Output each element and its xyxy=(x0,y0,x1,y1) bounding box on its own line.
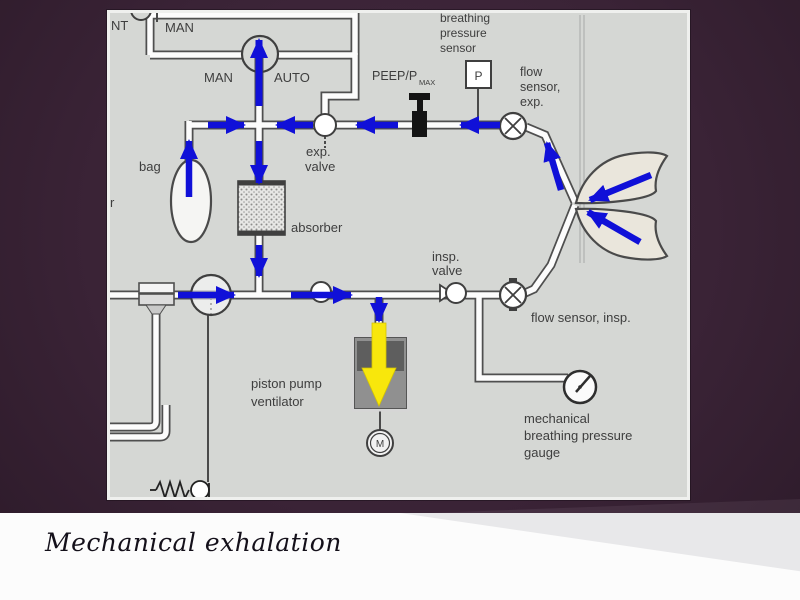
label-fse-2: sensor, xyxy=(520,80,560,94)
label-exp-valve-2: valve xyxy=(305,159,335,174)
label-flow-sensor-insp: flow sensor, insp. xyxy=(531,310,631,325)
exhalation-flow-arrows xyxy=(178,38,653,323)
flow-sensor-insp-icon xyxy=(498,278,528,311)
spring-valve-icon xyxy=(150,478,210,497)
flow-arrow-from-lung-lower xyxy=(586,209,642,245)
diagram-labels: NT MAN MAN AUTO PEEP/P MAX breathing pre… xyxy=(110,13,632,460)
piston-motion-arrow xyxy=(361,322,397,407)
pipe-fitting-icon xyxy=(138,282,175,315)
label-piston-pump-1: piston pump xyxy=(251,376,322,391)
label-man: MAN xyxy=(204,70,233,85)
slide-caption: Mechanical exhalation xyxy=(45,528,342,557)
label-bps-1: breathing xyxy=(440,13,490,25)
label-bps-2: pressure xyxy=(440,26,487,40)
label-absorber: absorber xyxy=(291,220,343,235)
label-gauge-1: mechanical xyxy=(524,411,590,426)
label-auto: AUTO xyxy=(274,70,310,85)
label-left-fragment: r xyxy=(110,195,115,210)
label-insp-valve-1: insp. xyxy=(432,249,459,264)
cutoff-valve-icon xyxy=(130,13,152,21)
label-exp-valve-1: exp. xyxy=(306,144,331,159)
lungs-icon xyxy=(574,151,669,261)
motor-icon: M xyxy=(366,429,394,457)
label-peep-sub: MAX xyxy=(419,78,435,87)
motor-letter: M xyxy=(376,439,384,450)
flow-sensor-exp-icon xyxy=(498,111,528,141)
label-bag: bag xyxy=(139,159,161,174)
pressure-sensor-letter: P xyxy=(474,69,482,83)
peep-pmax-valve-icon xyxy=(409,93,430,137)
absorber-icon xyxy=(237,180,286,236)
breathing-pressure-sensor-icon: P xyxy=(465,60,492,89)
flow-arrow-up-exp-limb xyxy=(543,141,565,191)
exp-valve-icon xyxy=(313,113,337,137)
insp-valve-icon xyxy=(439,282,467,304)
label-fse-1: flow xyxy=(520,65,543,79)
label-insp-valve-2: valve xyxy=(432,263,462,278)
purple-band-highlight xyxy=(430,499,800,513)
pressure-gauge-icon xyxy=(562,369,598,405)
label-peep: PEEP/P xyxy=(372,69,417,83)
label-gauge-3: gauge xyxy=(524,445,560,460)
label-bps-3: sensor xyxy=(440,41,476,55)
thin-lines xyxy=(156,13,479,482)
label-fse-3: exp. xyxy=(520,95,544,109)
breathing-circuit-diagram: P xyxy=(107,10,690,500)
label-piston-pump-2: ventilator xyxy=(251,394,304,409)
label-gauge-2: breathing pressure xyxy=(524,428,632,443)
circuit-schematic: P xyxy=(110,13,669,497)
flow-arrow-from-lung-upper xyxy=(588,171,653,204)
label-man-box: MAN xyxy=(165,20,194,35)
label-nt-fragment: NT xyxy=(111,18,128,33)
